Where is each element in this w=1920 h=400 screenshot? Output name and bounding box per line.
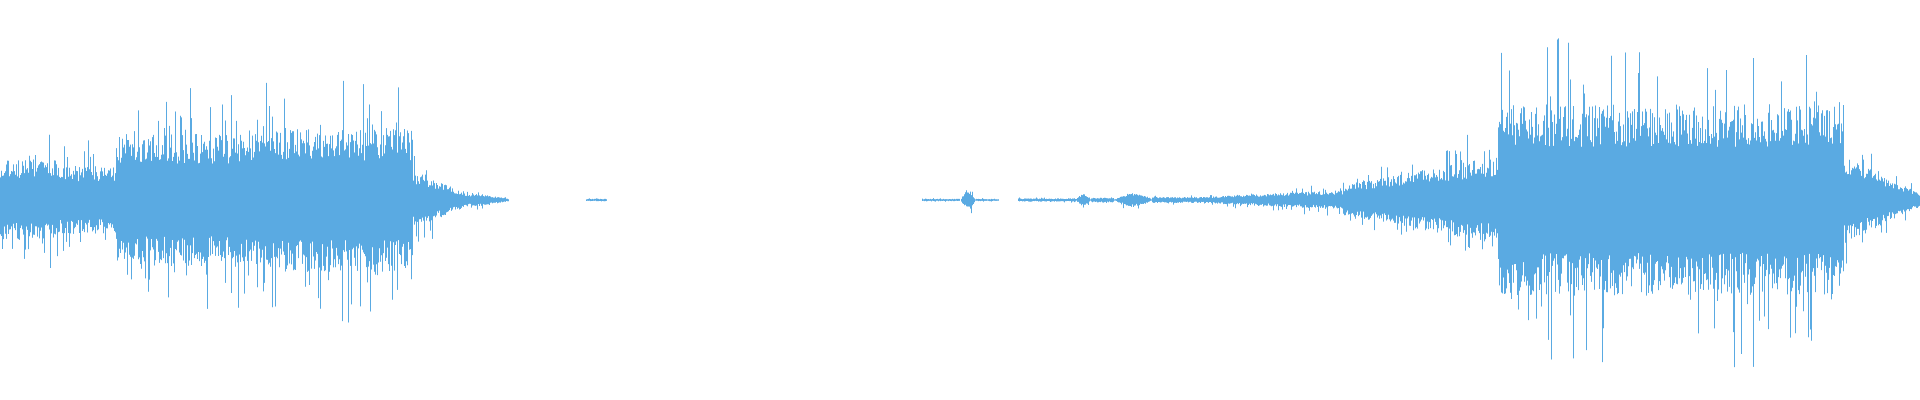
waveform-lines — [0, 38, 1920, 368]
